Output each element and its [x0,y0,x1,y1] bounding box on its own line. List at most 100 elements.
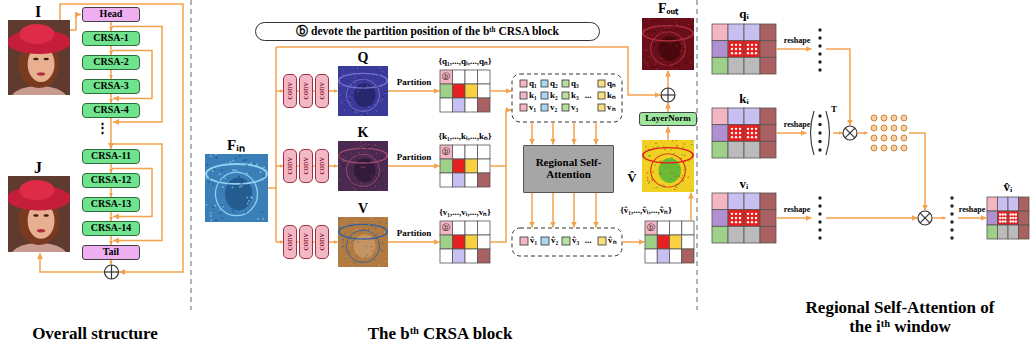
vector-dot [950,212,953,215]
pixel-dot [735,217,737,219]
feature-speckle [377,234,378,235]
feature-speckle [681,43,682,44]
feature-speckle [226,177,228,178]
partition-cell [712,41,728,58]
pixel-dot [755,52,757,54]
partition-cell [478,221,491,235]
feature-speckle [354,82,355,83]
feature-speckle [339,244,340,245]
partition-cell [728,226,744,243]
transpose-bracket [826,111,830,155]
vector-dot [818,36,821,39]
feature-speckle [239,156,241,157]
feature-speckle [382,99,383,100]
figure-label: v₃ [571,103,578,113]
window-square [598,237,606,245]
attention-weight [891,125,897,131]
figure-label: ⋮ [96,121,109,135]
pixel-dot [1012,213,1014,215]
feature-speckle [376,175,377,176]
feature-speckle [351,83,352,84]
feature-speckle [669,43,670,44]
panel-divider [697,0,698,310]
feature-speckle [210,220,212,221]
feature-speckle [354,67,355,68]
feature-speckle [648,149,649,150]
partition-cell [760,24,776,41]
partition-cell [998,197,1009,211]
feature-speckle [661,58,662,59]
feature-speckle [653,188,654,189]
feature-speckle [210,215,212,216]
pixel-dot [739,128,741,130]
node-text: CRSA-14 [91,223,132,234]
feature-speckle [339,179,340,180]
feature-speckle [651,67,652,68]
partition-cell [712,226,728,243]
partition-cell [712,108,728,125]
feature-speckle [351,94,352,95]
crsa-block: CRSA-4 [82,103,140,118]
feature-speckle [681,50,682,51]
partition-cell [712,24,728,41]
window-square [541,80,548,87]
partition-cell [744,210,760,227]
feature-speckle [666,51,667,52]
feature-background [338,217,388,267]
feature-speckle [342,246,343,247]
feature-speckle [647,65,648,66]
pixel-dot [739,52,741,54]
feature-speckle [371,74,372,75]
feature-speckle [365,169,366,170]
feature-speckle [381,101,382,102]
pixel-dot [999,217,1001,219]
feature-speckle [649,56,650,57]
conv-layer: conv [315,225,329,259]
feature-map [338,66,388,116]
feature-speckle [647,62,648,63]
feature-speckle [674,176,675,177]
feature-speckle [361,114,362,115]
feature-speckle [234,181,236,182]
feature-speckle [361,156,362,157]
window-square [541,92,548,99]
feature-speckle [358,152,359,153]
feature-speckle [385,256,386,257]
partition-cell [728,141,744,158]
feature-speckle [653,36,654,37]
feature-speckle [339,226,340,227]
feature-speckle [664,21,665,22]
feature-speckle [674,189,675,190]
feature-speckle [344,160,345,161]
feature-speckle [679,148,680,149]
partition-cell [440,173,453,187]
sum-symbol [661,88,675,102]
flow-line [776,132,807,134]
pixel-dot [1009,213,1011,215]
feature-speckle [243,160,245,161]
feature-speckle [366,151,367,152]
figure-label: ⓑ [647,224,655,233]
feature-speckle [359,168,360,169]
feature-speckle [666,68,667,69]
figure-label: {v₁,...,vᵢ,...,vₙ} [439,208,490,218]
pixel-dot [739,213,741,215]
pixel-dot [755,136,757,138]
partition-cell [465,235,478,249]
feature-speckle [371,231,372,232]
feature-speckle [242,181,244,182]
figure-label: vᵢ [740,177,749,191]
flow-line [826,49,850,126]
conv-layer: conv [283,149,297,183]
feature-speckle [225,178,227,179]
feature-speckle [261,211,263,212]
feature-speckle [359,84,360,85]
vector-dot [818,140,821,143]
feature-speckle [212,170,214,171]
node-text: CRSA-4 [93,105,129,116]
feature-speckle [676,140,677,141]
feature-speckle [664,187,665,188]
feature-speckle [684,48,685,49]
partition-cell [657,235,669,249]
